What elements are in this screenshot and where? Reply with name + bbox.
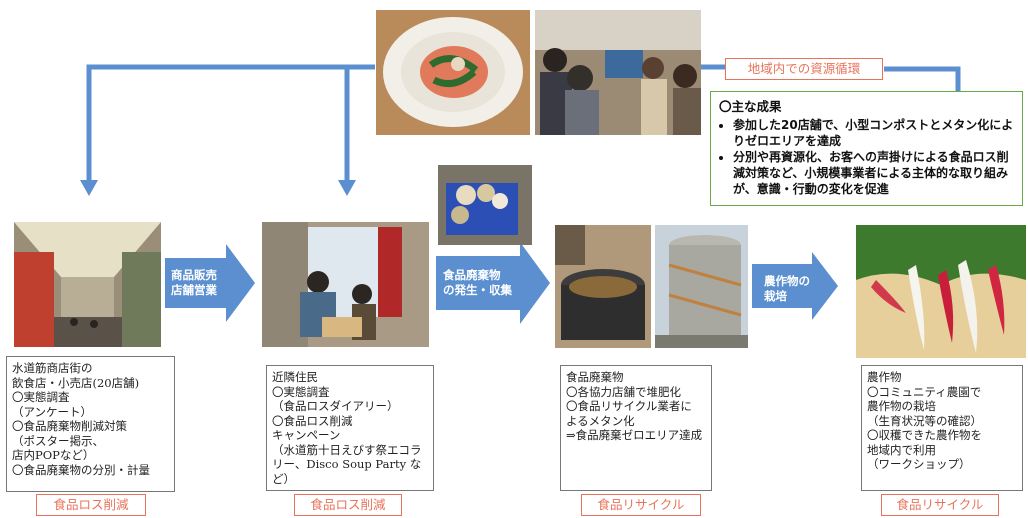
arrow-sales	[165, 244, 255, 322]
residents-survey-photo	[262, 222, 429, 347]
stage-text-food-waste: 食品廃棄物 〇各協力店舗で堆肥化 〇食品リサイクル業者に よるメタン化 ⇒食品廃…	[560, 365, 712, 491]
resource-cycle-label: 地域内での資源循環	[725, 58, 883, 80]
meeting-photo	[535, 10, 701, 135]
tag-food-loss-reduction: 食品ロス削減	[36, 494, 146, 516]
stage-text-residents: 近隣住民 〇実態調査 （食品ロスダイアリー） 〇食品ロス削減 キャンペーン （水…	[266, 365, 434, 491]
shopping-arcade-photo	[14, 222, 161, 347]
methane-tank-photo	[655, 225, 748, 348]
stage-text-crops: 農作物 〇コミュニティ農園で 農作物の栽培 （生育状況等の確認） 〇収穫できた農…	[861, 365, 1023, 491]
compost-bag-photo	[555, 225, 651, 348]
result-item: 分別や再資源化、お客への声掛けによる食品ロス削減対策など、小規模事業者による主体…	[733, 149, 1014, 197]
pasta-dish-photo	[376, 10, 530, 135]
waste-crate-photo	[438, 165, 532, 245]
stage-text-shops: 水道筋商店街の 飲食店・小売店(20店舗) 〇実態調査 （アンケート） 〇食品廃…	[6, 356, 175, 492]
arrow-label-crop-growing: 農作物の 栽培	[764, 274, 810, 303]
arrow-label-sales: 商品販売 店舗営業	[171, 268, 217, 297]
main-results-box: 〇主な成果 参加した20店舗で、小型コンポストとメタン化によりゼロエリアを達成 …	[710, 91, 1023, 206]
results-title: 〇主な成果	[719, 99, 782, 114]
arrow-crops	[752, 252, 838, 320]
tag-food-recycling: 食品リサイクル	[581, 494, 701, 516]
arrow-label-waste-collection: 食品廃棄物 の発生・収集	[443, 268, 512, 297]
arrow-waste	[436, 242, 550, 324]
harvested-radish-photo	[856, 225, 1026, 358]
tag-food-loss-reduction: 食品ロス削減	[294, 494, 402, 516]
result-item: 参加した20店舗で、小型コンポストとメタン化によりゼロエリアを達成	[733, 117, 1014, 149]
tag-food-recycling: 食品リサイクル	[881, 494, 999, 516]
